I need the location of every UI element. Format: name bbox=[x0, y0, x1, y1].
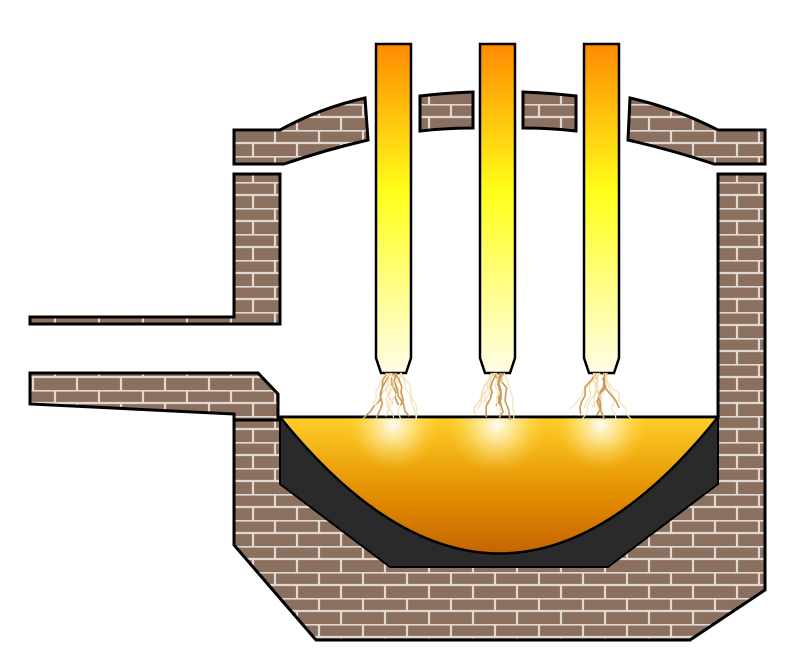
arc-branch bbox=[477, 372, 496, 410]
roof-segment-right bbox=[626, 96, 767, 166]
left-upper-wall bbox=[28, 172, 282, 326]
roof-segment-center-right bbox=[521, 90, 578, 133]
arc-branch bbox=[596, 372, 607, 416]
arc-branch bbox=[494, 372, 500, 406]
arc-branch bbox=[362, 372, 392, 419]
arc-glow-1 bbox=[348, 417, 438, 470]
arc-branch bbox=[604, 372, 617, 421]
arc-branch bbox=[604, 372, 633, 421]
arc-branch bbox=[400, 372, 418, 421]
arc-branch bbox=[384, 372, 395, 417]
arc-branch bbox=[485, 372, 498, 418]
arc-branch bbox=[496, 372, 504, 419]
arc-branch bbox=[581, 372, 601, 421]
arc-branch bbox=[592, 372, 598, 408]
electrode-2 bbox=[478, 42, 517, 375]
roof-segment-center-left bbox=[418, 90, 475, 133]
arc-branch bbox=[399, 372, 418, 420]
roof-segment-left bbox=[232, 96, 370, 166]
arc-branch bbox=[390, 372, 400, 406]
arc-cluster-2 bbox=[472, 372, 515, 421]
arc-glow-group bbox=[348, 417, 646, 473]
left-lower-wall bbox=[28, 371, 280, 422]
arc-cluster-3 bbox=[569, 372, 633, 421]
electrode-3 bbox=[582, 42, 621, 375]
electric-arcs bbox=[362, 372, 633, 421]
arc-glow-3 bbox=[556, 417, 646, 470]
arc-glow-2 bbox=[449, 417, 545, 473]
arc-branch bbox=[375, 372, 388, 419]
arc-branch bbox=[603, 372, 620, 409]
arc-branch bbox=[503, 372, 515, 420]
arc-branch bbox=[374, 372, 391, 407]
arc-branch bbox=[394, 372, 405, 406]
arc-branch bbox=[385, 372, 395, 418]
arc-cluster-1 bbox=[362, 372, 418, 421]
arc-branch bbox=[393, 372, 410, 417]
arc-branch bbox=[579, 372, 597, 415]
arc-branch bbox=[498, 372, 512, 421]
arc-branch bbox=[372, 372, 388, 405]
electrode-1 bbox=[374, 42, 413, 375]
arc-branch bbox=[395, 372, 402, 421]
